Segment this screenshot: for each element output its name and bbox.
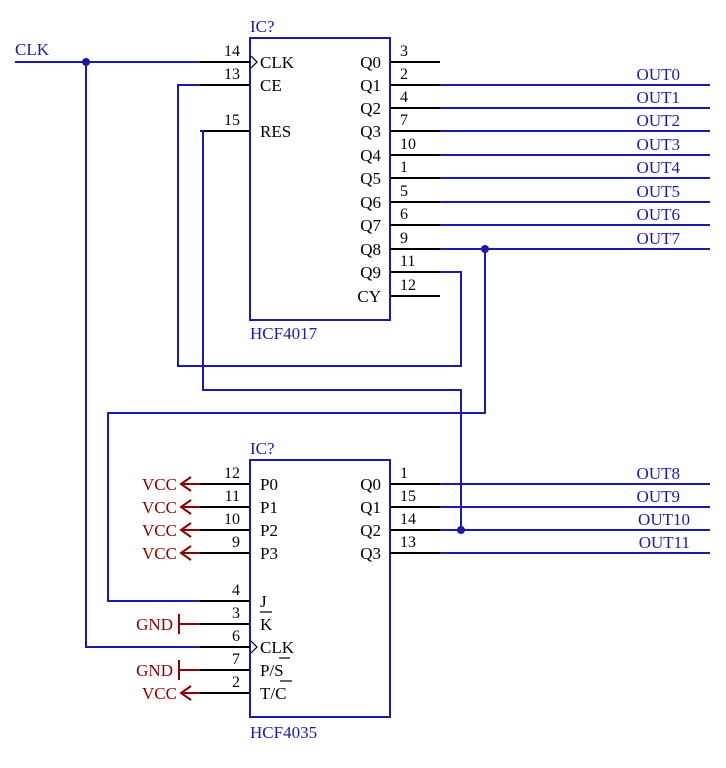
- ic2-pin-num: 4: [232, 582, 240, 599]
- junction-dot: [82, 58, 90, 66]
- power-label: VCC: [142, 498, 177, 517]
- clk-wire-ic2: [85, 62, 200, 648]
- ic1-pin-name: Q8: [360, 240, 381, 259]
- vcc-arrow-icon: [179, 685, 192, 701]
- ic2-pin-name: Q0: [360, 475, 381, 494]
- net-label-out: OUT11: [639, 533, 690, 552]
- net-label-out: OUT0: [637, 65, 680, 84]
- net-label-out: OUT1: [637, 88, 680, 107]
- ic-hcf4017: IC? HCF4017 14 CLK 13 CE 15 RES 3 Q0 2 Q…: [200, 17, 440, 343]
- power-symbols: VCC VCC VCC VCC GND GND VCC: [136, 475, 200, 703]
- net-label-out: OUT10: [638, 510, 690, 529]
- ic1-pin-num: 13: [224, 66, 240, 83]
- ic1-pin-name: CLK: [260, 53, 295, 72]
- ic1-pin-name: Q1: [360, 76, 381, 95]
- ic2-pin-num: 13: [400, 534, 416, 551]
- ic1-pin-name: CE: [260, 76, 282, 95]
- ic2-pin-num: 10: [224, 511, 240, 528]
- net-label-out: OUT8: [637, 464, 680, 483]
- net-label-out: OUT3: [637, 135, 680, 154]
- ic2-pin-num: 12: [224, 465, 240, 482]
- ic1-pin-num: 6: [400, 206, 408, 223]
- ic1-pin-name: Q6: [360, 193, 381, 212]
- ic1-pin-num: 14: [224, 43, 240, 60]
- ic1-pin-name: Q3: [360, 122, 381, 141]
- ic1-pin-name: Q5: [360, 169, 381, 188]
- ic2-pin-num: 3: [232, 605, 240, 622]
- ic1-ref: IC?: [250, 17, 275, 36]
- ic2-body: [249, 459, 391, 718]
- ce-q9-wire: [177, 84, 462, 367]
- ic2-ref: IC?: [250, 439, 275, 458]
- ic2-pin-name: K: [260, 615, 273, 634]
- ic2-pin-name: T/C: [260, 684, 286, 703]
- ic2-pin-name: CLK: [260, 638, 295, 657]
- vcc-arrow-icon: [179, 476, 192, 492]
- net-label-out: OUT6: [637, 205, 680, 224]
- ic1-pin-num: 9: [400, 230, 408, 247]
- junction-dot: [457, 526, 465, 534]
- net-label-out: OUT7: [637, 229, 681, 248]
- ic1-pin-name: Q0: [360, 53, 381, 72]
- ic1-pin-num: 1: [400, 159, 408, 176]
- ic2-pin-num: 11: [225, 488, 240, 505]
- ic1-pin-num: 7: [400, 112, 408, 129]
- ic2-pin-num: 9: [232, 534, 240, 551]
- ic1-pin-name: Q7: [360, 216, 381, 235]
- res-wire: [200, 130, 462, 530]
- ic1-pin-name: RES: [260, 122, 291, 141]
- vcc-arrow-icon: [179, 499, 192, 515]
- net-labels: CLK OUT0 OUT1 OUT2 OUT3 OUT4 OUT5 OUT6 O…: [15, 40, 690, 552]
- ic2-pin-num: 6: [232, 628, 240, 645]
- net-label-out: OUT9: [637, 487, 680, 506]
- net-label-out: OUT4: [637, 158, 681, 177]
- power-label: VCC: [142, 684, 177, 703]
- q8-j-wire: [107, 249, 486, 602]
- ic1-pin-num: 10: [400, 136, 416, 153]
- wires: [15, 58, 710, 648]
- ic1-pin-num: 12: [400, 277, 416, 294]
- ic1-pin-num: 11: [400, 253, 415, 270]
- ic1-pin-name: Q4: [360, 146, 381, 165]
- power-label: VCC: [142, 521, 177, 540]
- ic2-pin-name: P2: [260, 521, 278, 540]
- ic2-pin-num: 15: [400, 488, 416, 505]
- ic2-pin-name: P3: [260, 544, 278, 563]
- ic2-pin-num: 2: [232, 674, 240, 691]
- net-label-out: OUT2: [637, 111, 680, 130]
- vcc-arrow-icon: [179, 545, 192, 561]
- ic1-pin-num: 3: [400, 43, 408, 60]
- ic2-pin-num: 14: [400, 511, 416, 528]
- ic1-pin-num: 5: [400, 183, 408, 200]
- ic1-pin-name: CY: [357, 287, 381, 306]
- power-label: VCC: [142, 475, 177, 494]
- power-label: GND: [136, 661, 173, 680]
- ic2-pin-name: Q2: [360, 521, 381, 540]
- ic1-pin-num: 15: [224, 112, 240, 129]
- ic2-pin-name: Q1: [360, 498, 381, 517]
- net-label-out: OUT5: [637, 182, 680, 201]
- clock-triangle-icon: [250, 55, 258, 69]
- vcc-arrow-icon: [179, 522, 192, 538]
- ic2-part: HCF4035: [250, 723, 317, 742]
- ic1-pin-name: Q2: [360, 99, 381, 118]
- net-label-clk: CLK: [15, 40, 50, 59]
- ic2-pin-name: P/S: [260, 661, 284, 680]
- ic2-pin-name: J: [260, 592, 267, 611]
- ic1-pin-name: Q9: [360, 263, 381, 282]
- ic2-pin-name: Q3: [360, 544, 381, 563]
- power-label: GND: [136, 615, 173, 634]
- power-label: VCC: [142, 544, 177, 563]
- ic2-pin-num: 7: [232, 651, 240, 668]
- ic2-pin-num: 1: [400, 465, 408, 482]
- ic2-pin-name: P0: [260, 475, 278, 494]
- ic-hcf4035: IC? HCF4035 12 P0 11 P1 10 P2 9 P3 4 J 3…: [200, 439, 440, 742]
- clock-triangle-icon: [250, 640, 258, 654]
- ic2-pin-name: P1: [260, 498, 278, 517]
- ic1-pin-num: 4: [400, 89, 408, 106]
- junction-dot: [481, 245, 489, 253]
- ic1-part: HCF4017: [250, 324, 318, 343]
- ic1-pin-num: 2: [400, 66, 408, 83]
